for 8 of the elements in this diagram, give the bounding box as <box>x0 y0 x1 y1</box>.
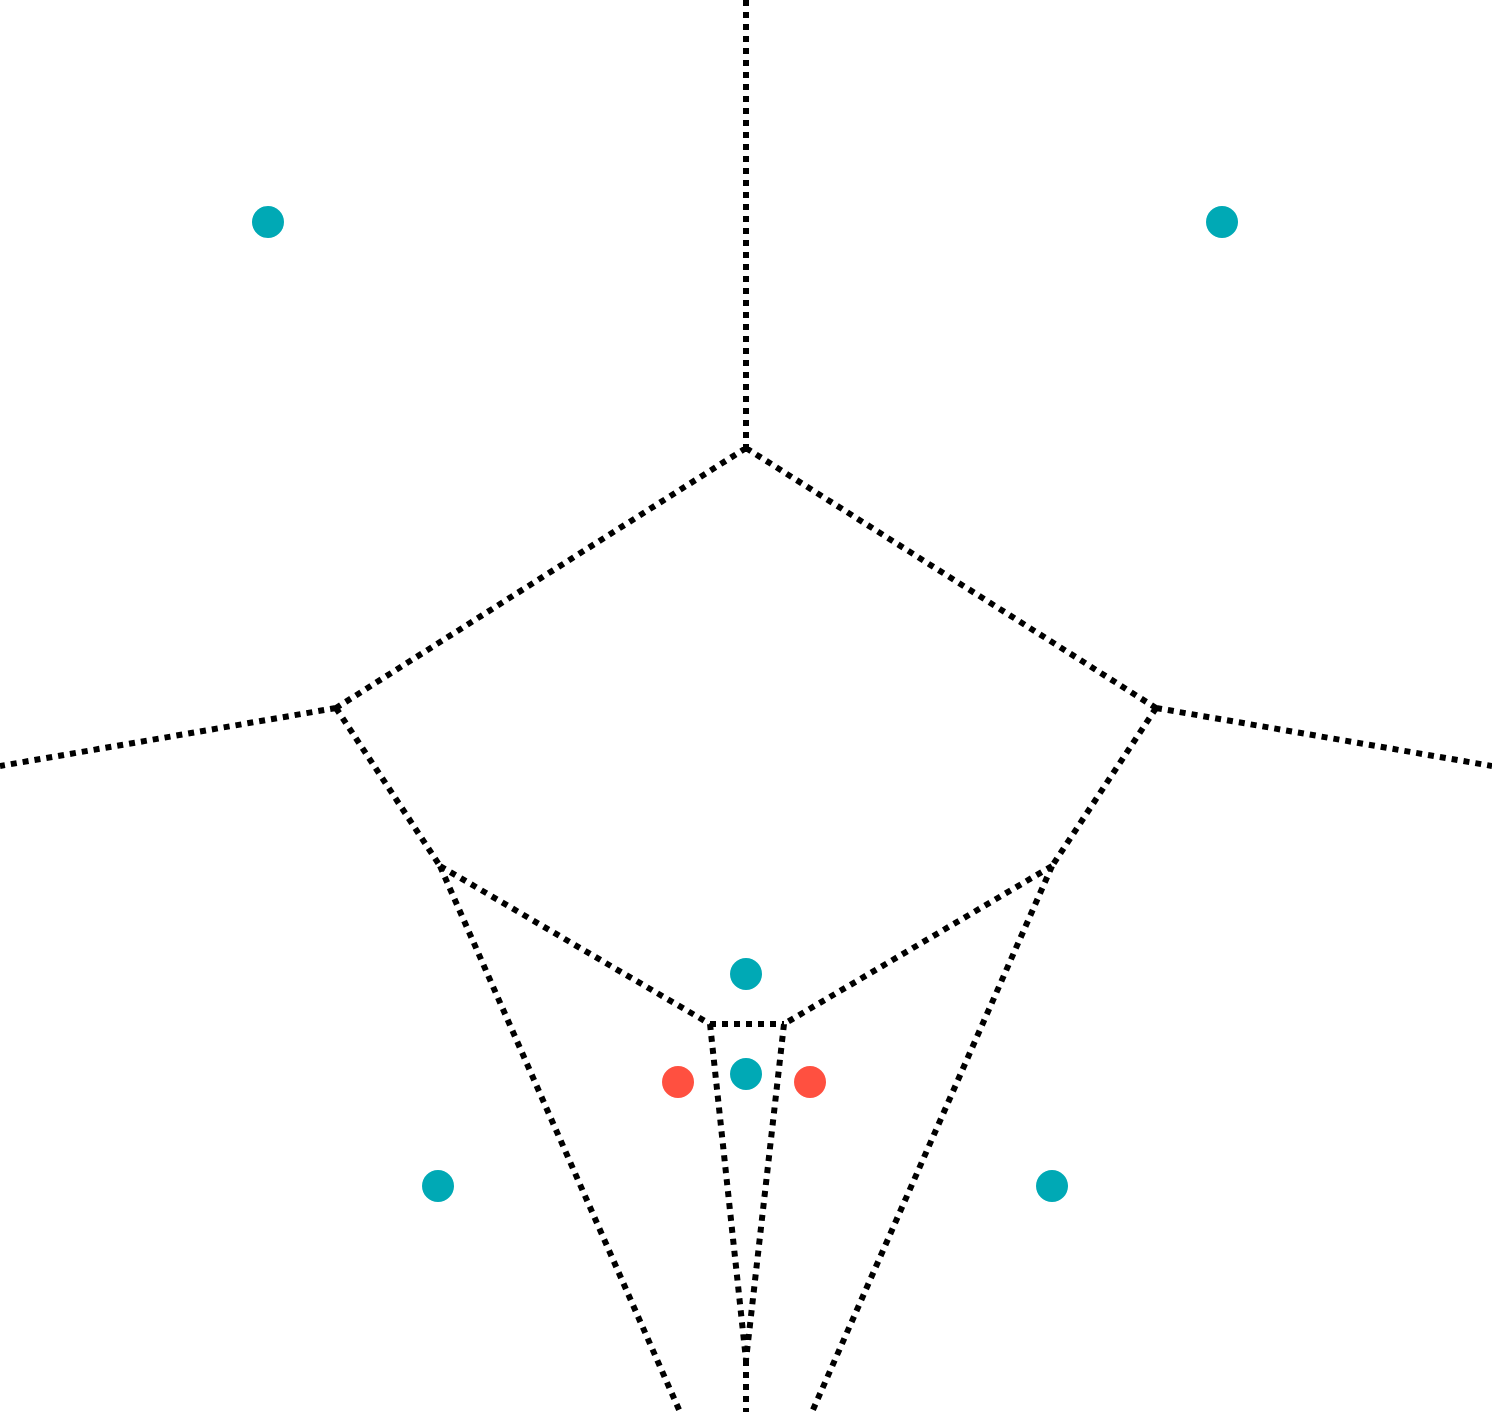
dot <box>1206 206 1238 238</box>
dot <box>252 206 284 238</box>
dot <box>662 1066 694 1098</box>
dot <box>422 1170 454 1202</box>
dot <box>794 1066 826 1098</box>
dot <box>730 1058 762 1090</box>
dot <box>730 958 762 990</box>
dot <box>1036 1170 1068 1202</box>
